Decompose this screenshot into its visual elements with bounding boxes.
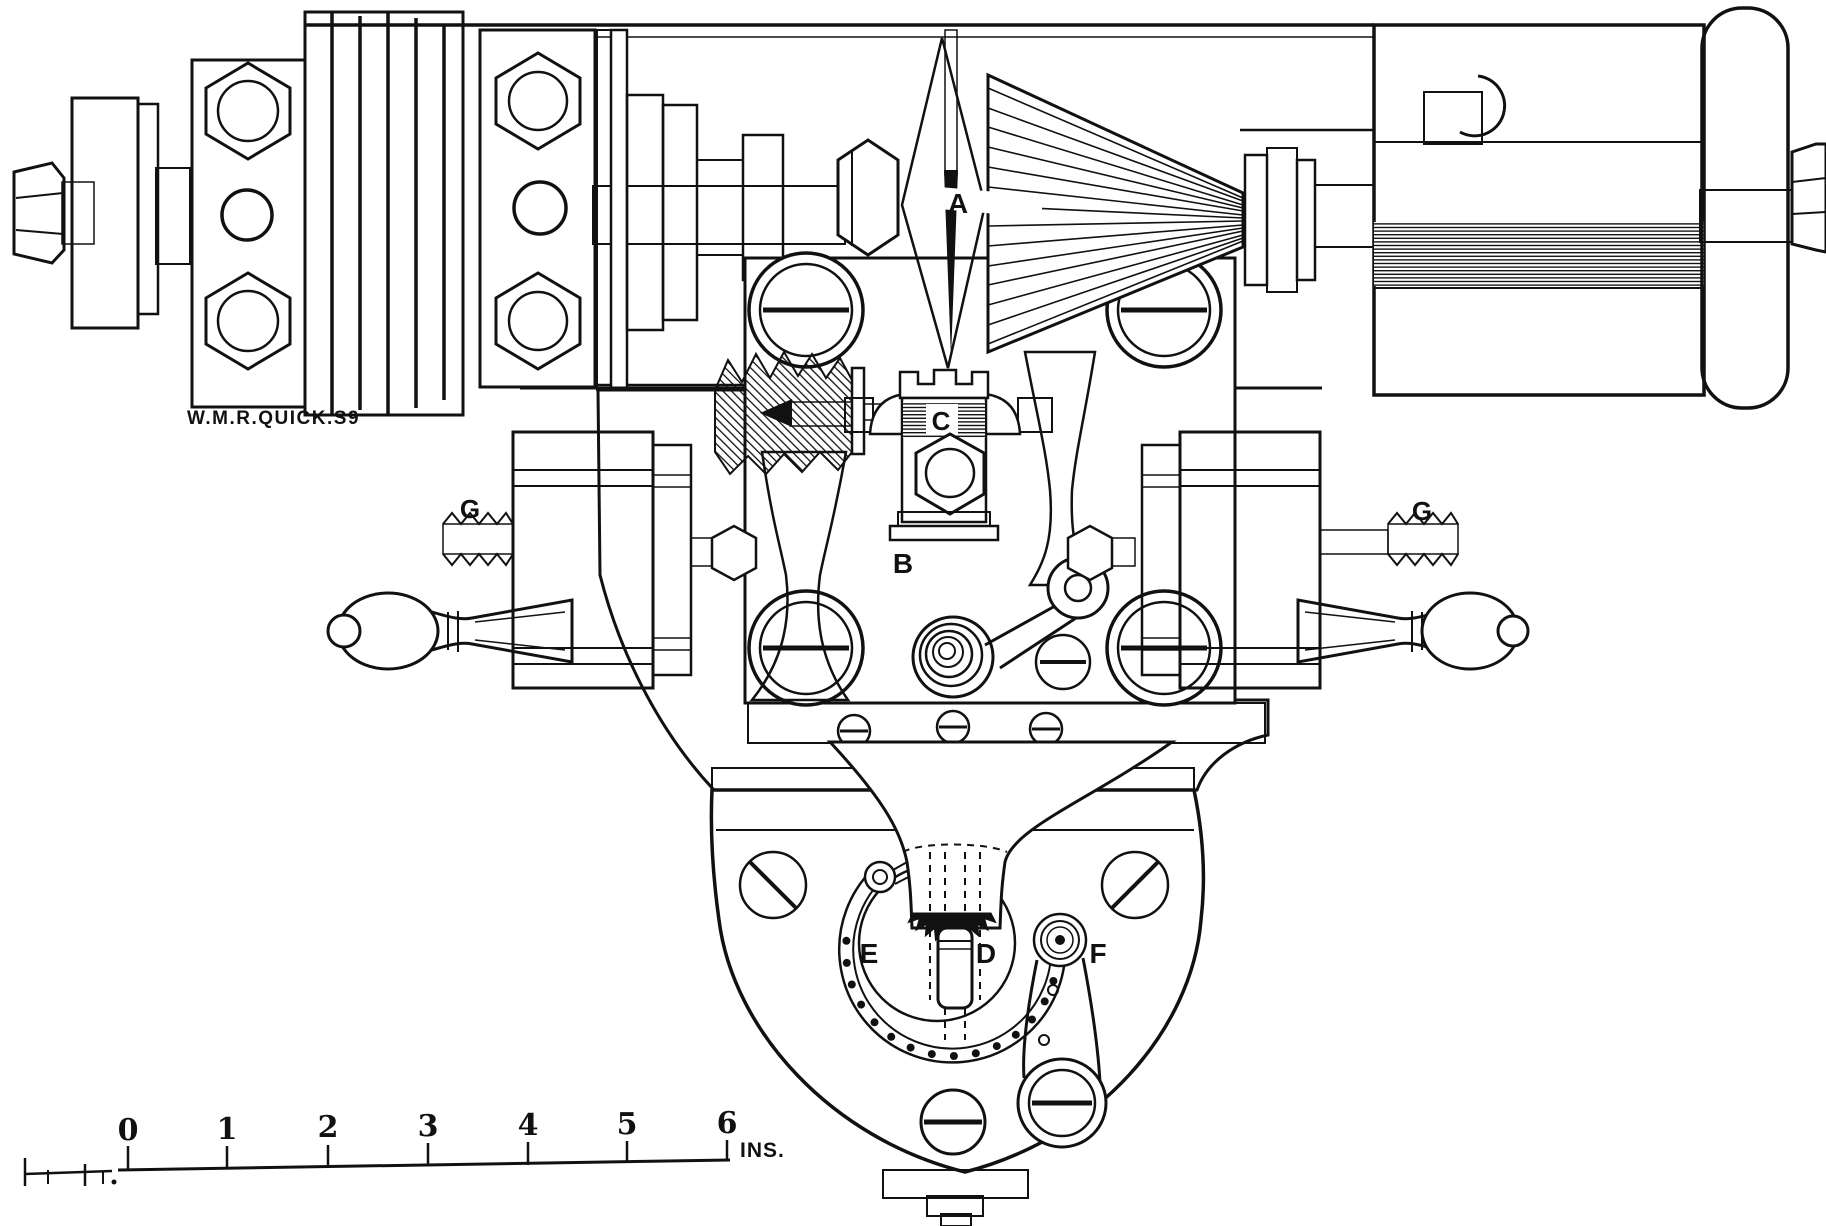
tail-shaft <box>1314 184 1378 248</box>
handwheel <box>1700 6 1790 410</box>
wheel-hex-nut <box>1790 142 1826 254</box>
hex-nut <box>494 51 582 151</box>
spindle-flange <box>70 96 140 330</box>
arc-rivet-dots <box>842 936 1058 1060</box>
hex-nut <box>204 61 292 161</box>
clamp-hex-nut <box>914 432 986 516</box>
cone-pulley-stack <box>303 10 465 417</box>
feed-assembly-left <box>326 386 758 690</box>
castle-top <box>898 368 990 400</box>
scale-unit: INS. <box>740 1139 785 1162</box>
hex-nut <box>204 271 292 371</box>
tool-clamp-c <box>844 368 1053 542</box>
hex-nut <box>710 524 758 582</box>
label-slide-b: B <box>893 548 913 579</box>
hex-nut <box>494 271 582 371</box>
scale-tick-5: 5 <box>617 1107 638 1142</box>
grinding-cone <box>986 72 1245 355</box>
left-bolt-thread <box>61 181 95 245</box>
clamp-tab <box>1423 91 1483 145</box>
scale-baseline <box>117 1158 731 1172</box>
spindle-shaft <box>592 185 846 245</box>
index-arc-outer <box>838 865 1067 1064</box>
feed-assembly-right <box>1066 386 1530 690</box>
carriage-screw <box>747 251 865 369</box>
carriage-screw <box>1105 589 1223 707</box>
scale-tick-3: 3 <box>418 1109 439 1144</box>
spindle-hex-nut <box>836 138 900 257</box>
dead-center-point <box>944 170 958 358</box>
arc-end-ring <box>863 860 897 894</box>
spiral-spring <box>911 615 995 699</box>
engraver-signature: W.M.R.QUICK.S9 <box>187 408 360 429</box>
label-arc-f: F <box>1089 938 1106 969</box>
label-clamp-c: C <box>932 406 951 436</box>
scale-tick-0: 0 <box>118 1113 139 1148</box>
tailstock-body <box>1372 23 1706 397</box>
center-pin-d <box>936 926 974 1010</box>
left-bolt-hex-head <box>12 161 66 265</box>
carriage-screw <box>747 589 865 707</box>
knurled-stack-left <box>511 430 693 690</box>
label-arc-e: E <box>860 938 879 969</box>
oil-hole <box>512 180 568 236</box>
scale-tick-6: 6 <box>717 1106 738 1141</box>
inch-scale: 0 1 2 3 4 5 6 INS. <box>23 1106 785 1186</box>
tailstock-assembly <box>1372 6 1826 410</box>
label-pin-d: D <box>976 938 996 969</box>
clamp-lever <box>1016 912 1108 1149</box>
index-arc-inner <box>852 875 1053 1050</box>
pedestal-bell <box>826 740 1177 1040</box>
slide-rest-carriage <box>714 251 1237 707</box>
cone-spindle-assembly <box>836 29 1378 369</box>
wood-handle-left <box>326 591 574 671</box>
label-screw-g-left: G <box>460 494 480 524</box>
knurled-stack-right <box>1140 430 1389 690</box>
clamp-hook <box>1459 74 1507 138</box>
scale-tick-4: 4 <box>518 1108 539 1143</box>
label-cone-a: A <box>948 188 968 219</box>
flanged-disc <box>900 37 987 369</box>
left-column <box>749 450 851 702</box>
bottom-knob <box>882 1169 1029 1226</box>
label-screw-g-right: G <box>1412 496 1432 526</box>
oil-hole <box>220 188 274 242</box>
scale-tick-2: 2 <box>318 1110 339 1145</box>
scale-tick-1: 1 <box>217 1112 238 1147</box>
hex-nut <box>1066 524 1114 582</box>
headstock-assembly <box>12 10 846 417</box>
threaded-sleeve <box>155 167 191 265</box>
part-labels: A B C D E F G G W.M.R.QUICK.S9 <box>187 186 1432 969</box>
wood-handle-right <box>1296 591 1530 671</box>
